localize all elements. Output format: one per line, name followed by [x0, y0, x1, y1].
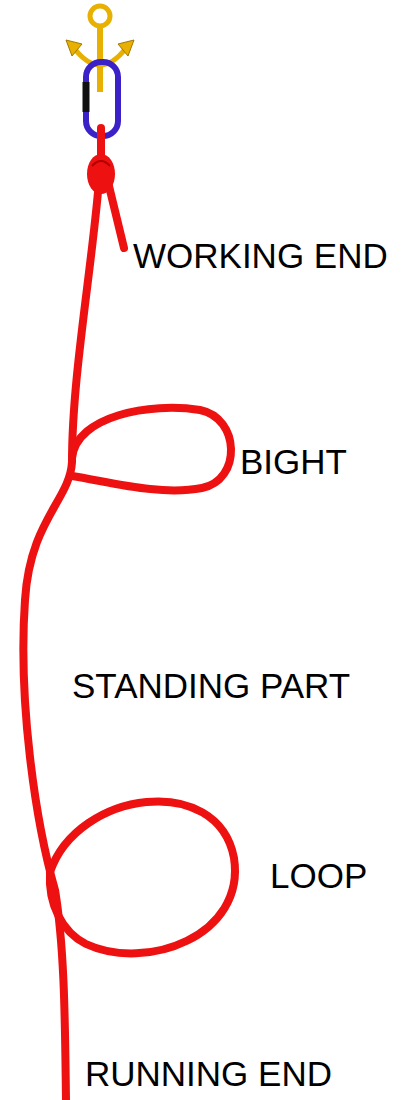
- part-label: BIGHT: [240, 443, 347, 482]
- rope-working-end: [108, 182, 124, 248]
- part-label: RUNNING END: [85, 1055, 332, 1094]
- anchor-symbol: [66, 6, 134, 92]
- carabiner-gate: [83, 82, 90, 112]
- part-label: WORKING END: [133, 237, 388, 276]
- anchor-fluke: [66, 40, 82, 56]
- anchor-fluke: [118, 40, 134, 56]
- part-label: STANDING PART: [72, 667, 350, 706]
- anchor-ring: [90, 6, 110, 26]
- rope-standing-part: [23, 192, 98, 1100]
- knot: [87, 154, 115, 194]
- rope-loop: [50, 801, 235, 953]
- knot-detail: [92, 161, 110, 166]
- part-label: LOOP: [270, 857, 367, 896]
- rope-bight: [72, 408, 231, 491]
